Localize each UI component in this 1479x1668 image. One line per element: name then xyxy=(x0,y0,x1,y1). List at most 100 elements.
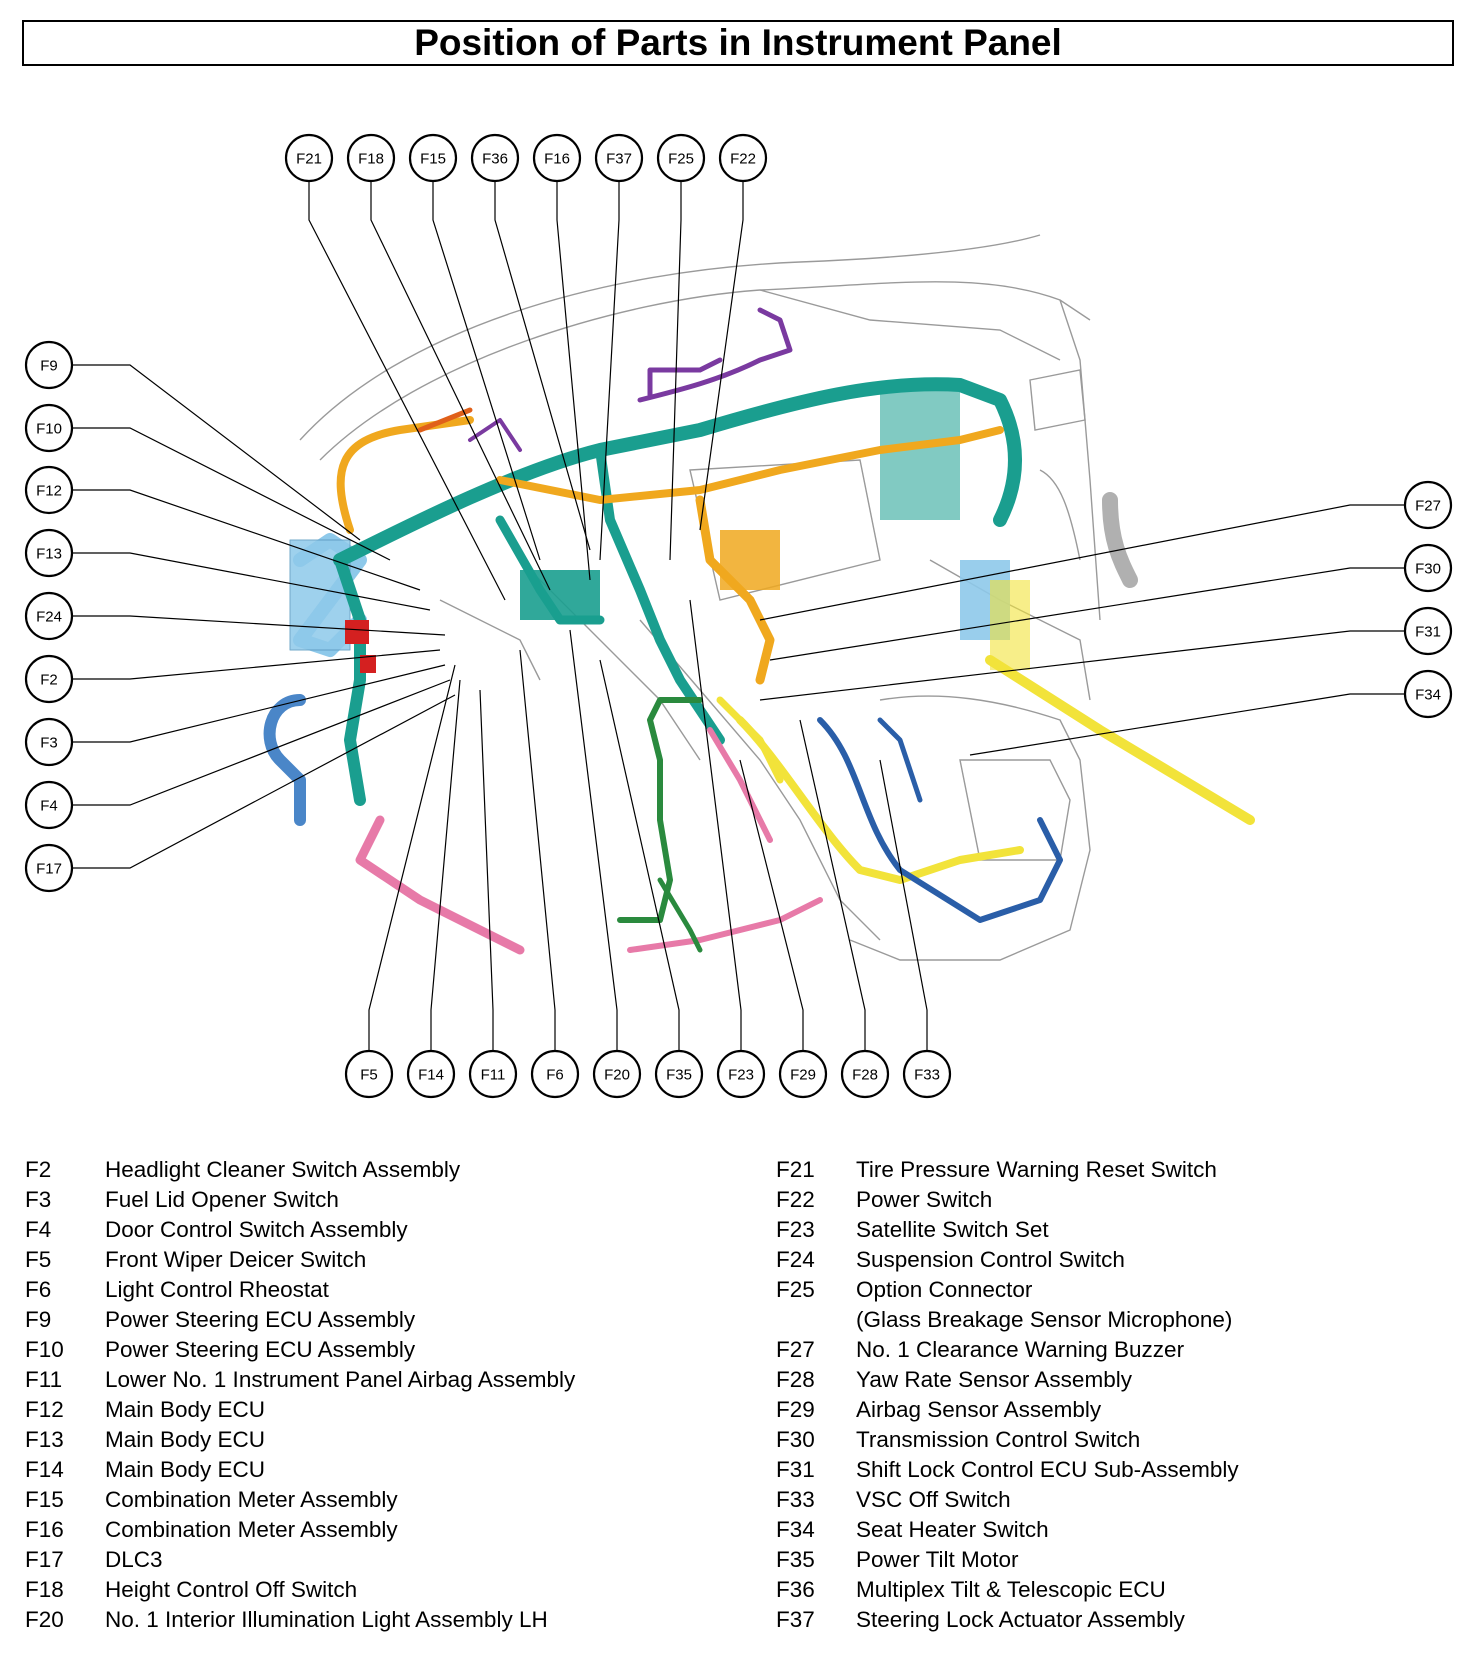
legend-row: (Glass Breakage Sensor Microphone) xyxy=(776,1305,1239,1335)
pink-harness xyxy=(355,815,525,955)
legend-row: F34 Seat Heater Switch xyxy=(776,1515,1239,1545)
callouts-top: F21 F18 F15 F36 F16 F37 F25 F22 xyxy=(284,133,768,183)
legend-name: Satellite Switch Set xyxy=(856,1217,1049,1242)
purple-harness xyxy=(637,307,793,403)
callout-f34: F34 xyxy=(1403,669,1453,719)
dashboard-outline xyxy=(299,234,1101,961)
legend-name: Transmission Control Switch xyxy=(856,1427,1141,1452)
legend-code: F22 xyxy=(776,1187,815,1212)
legend-code: F9 xyxy=(25,1307,52,1332)
legend-code: F14 xyxy=(25,1457,64,1482)
legend-name: Shift Lock Control ECU Sub-Assembly xyxy=(856,1457,1239,1482)
legend-name: Multiplex Tilt & Telescopic ECU xyxy=(856,1577,1166,1602)
legend-name: DLC3 xyxy=(105,1547,163,1572)
legend-code: F34 xyxy=(776,1517,815,1542)
svg-text:F14: F14 xyxy=(418,1067,444,1084)
callout-f14: F14 xyxy=(406,1049,456,1099)
svg-text:F16: F16 xyxy=(544,151,570,168)
legend-row: F31 Shift Lock Control ECU Sub-Assembly xyxy=(776,1455,1239,1485)
legend-name: Steering Lock Actuator Assembly xyxy=(856,1607,1185,1632)
svg-text:F25: F25 xyxy=(668,151,694,168)
legend-name: Tire Pressure Warning Reset Switch xyxy=(856,1157,1217,1182)
callout-f15: F15 xyxy=(408,133,458,183)
legend-name: Front Wiper Deicer Switch xyxy=(105,1247,367,1272)
callout-f29: F29 xyxy=(778,1049,828,1099)
legend-code: F36 xyxy=(776,1577,815,1602)
callout-f12: F12 xyxy=(24,465,74,515)
callout-f31: F31 xyxy=(1403,606,1453,656)
legend-code: F23 xyxy=(776,1217,815,1242)
teal-main-harness xyxy=(333,377,1022,567)
callouts-left: F9 F10 F12 F13 F24 F2 F3 F4 F17 xyxy=(24,340,74,893)
callouts-right: F27 F30 F31 F34 xyxy=(1403,480,1453,719)
svg-text:F22: F22 xyxy=(730,151,756,168)
callout-f9: F9 xyxy=(24,340,74,390)
svg-text:F3: F3 xyxy=(40,735,58,752)
legend-name: Seat Heater Switch xyxy=(856,1517,1049,1542)
legend-code: F35 xyxy=(776,1547,815,1572)
steel-blue-harness xyxy=(263,694,306,826)
svg-text:F36: F36 xyxy=(482,151,508,168)
legend-name: (Glass Breakage Sensor Microphone) xyxy=(856,1307,1233,1332)
legend-name: Yaw Rate Sensor Assembly xyxy=(856,1367,1132,1392)
svg-text:F6: F6 xyxy=(546,1067,564,1084)
callout-f11: F11 xyxy=(468,1049,518,1099)
legend-code: F20 xyxy=(25,1607,64,1632)
callout-f20: F20 xyxy=(592,1049,642,1099)
svg-text:F37: F37 xyxy=(606,151,632,168)
legend-row: F17 DLC3 xyxy=(25,1545,575,1575)
legend-right-column: F21 Tire Pressure Warning Reset Switch F2… xyxy=(776,1155,1239,1635)
callout-f18: F18 xyxy=(346,133,396,183)
legend-code: F21 xyxy=(776,1157,815,1182)
legend-code: F24 xyxy=(776,1247,815,1272)
svg-text:F27: F27 xyxy=(1415,498,1441,515)
legend-name: Combination Meter Assembly xyxy=(105,1517,398,1542)
legend-code: F27 xyxy=(776,1337,815,1362)
legend-code: F6 xyxy=(25,1277,52,1302)
teal-vertical-harness xyxy=(595,445,725,745)
legend-code xyxy=(776,1305,856,1335)
legend-code: F5 xyxy=(25,1247,52,1272)
callout-f30: F30 xyxy=(1403,543,1453,593)
legend-code: F28 xyxy=(776,1367,815,1392)
legend-row: F28 Yaw Rate Sensor Assembly xyxy=(776,1365,1239,1395)
legend-code: F3 xyxy=(25,1187,52,1212)
dark-green-harness xyxy=(617,697,703,923)
callout-f36: F36 xyxy=(470,133,520,183)
callout-f22: F22 xyxy=(718,133,768,183)
legend-code: F31 xyxy=(776,1457,815,1482)
legend-code: F30 xyxy=(776,1427,815,1452)
legend-code: F12 xyxy=(25,1397,64,1422)
callout-f33: F33 xyxy=(902,1049,952,1099)
svg-text:F29: F29 xyxy=(790,1067,816,1084)
legend-row: F21 Tire Pressure Warning Reset Switch xyxy=(776,1155,1239,1185)
callout-f4: F4 xyxy=(24,780,74,830)
callout-f24: F24 xyxy=(24,591,74,641)
legend-name: Airbag Sensor Assembly xyxy=(856,1397,1102,1422)
callout-f5: F5 xyxy=(344,1049,394,1099)
svg-text:F11: F11 xyxy=(481,1067,506,1084)
legend-code: F17 xyxy=(25,1547,64,1572)
callout-f23: F23 xyxy=(716,1049,766,1099)
leader-lines xyxy=(73,181,1404,1050)
teal-left-harness xyxy=(334,554,366,806)
grey-duct xyxy=(1102,492,1138,588)
legend-row: F30 Transmission Control Switch xyxy=(776,1425,1239,1455)
legend-code: F18 xyxy=(25,1577,64,1602)
